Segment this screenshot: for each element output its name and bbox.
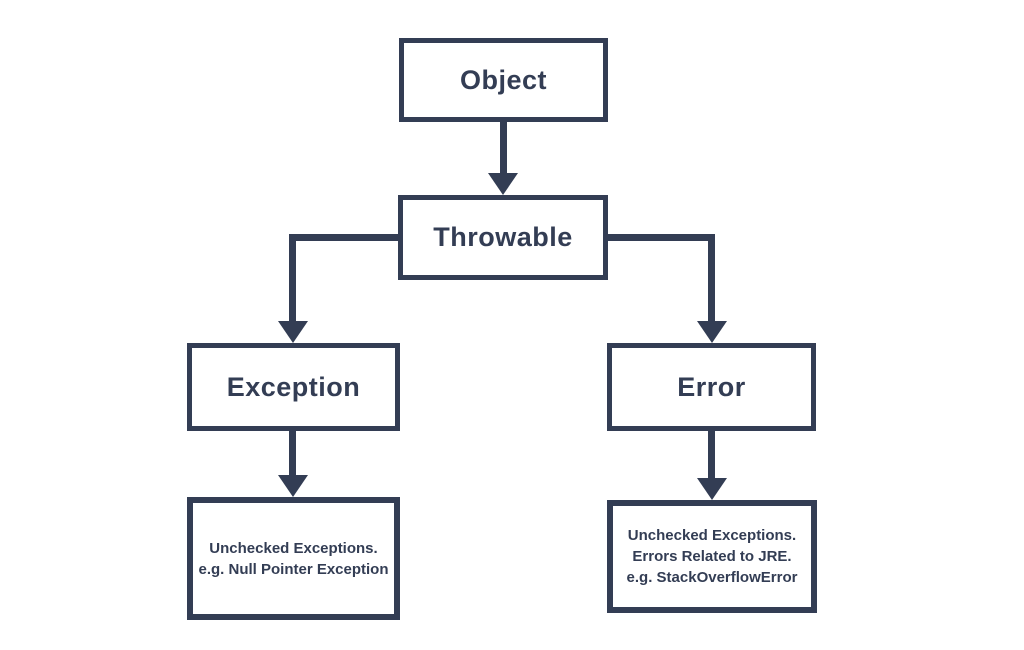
exception-detail-line: Unchecked Exceptions.	[209, 539, 378, 557]
connector-object-throwable	[500, 122, 507, 178]
connector-error-detail	[708, 431, 715, 483]
arrowhead-error-icon	[697, 321, 727, 343]
error-detail-line: Unchecked Exceptions.	[627, 527, 797, 544]
node-object: Object	[399, 38, 608, 122]
connector-throwable-exception-vertical	[289, 234, 296, 326]
node-throwable: Throwable	[398, 195, 608, 280]
node-exception-detail: Unchecked Exceptions. e.g. Null Pointer …	[187, 497, 400, 620]
node-error-label: Error	[677, 371, 746, 402]
arrowhead-exception-icon	[278, 321, 308, 343]
node-object-label: Object	[459, 64, 548, 95]
arrowhead-exception-detail-icon	[278, 475, 308, 497]
arrowhead-throwable-icon	[488, 173, 518, 195]
node-throwable-label: Throwable	[433, 222, 573, 252]
node-error: Error	[607, 343, 816, 431]
node-exception: Exception	[187, 343, 400, 431]
arrowhead-error-detail-icon	[697, 478, 727, 500]
node-error-detail: Unchecked Exceptions. Errors Related to …	[607, 500, 817, 613]
connector-exception-detail	[289, 430, 296, 480]
connector-throwable-error-horizontal	[605, 234, 715, 241]
connector-throwable-error-vertical	[708, 234, 715, 326]
error-detail-line: Errors Related to JRE.	[632, 548, 792, 565]
node-exception-label: Exception	[226, 371, 361, 402]
exception-detail-line: e.g. Null Pointer Exception	[198, 560, 389, 578]
error-detail-line: e.g. StackOverflowError	[626, 569, 798, 586]
connector-throwable-exception-horizontal	[292, 234, 401, 241]
